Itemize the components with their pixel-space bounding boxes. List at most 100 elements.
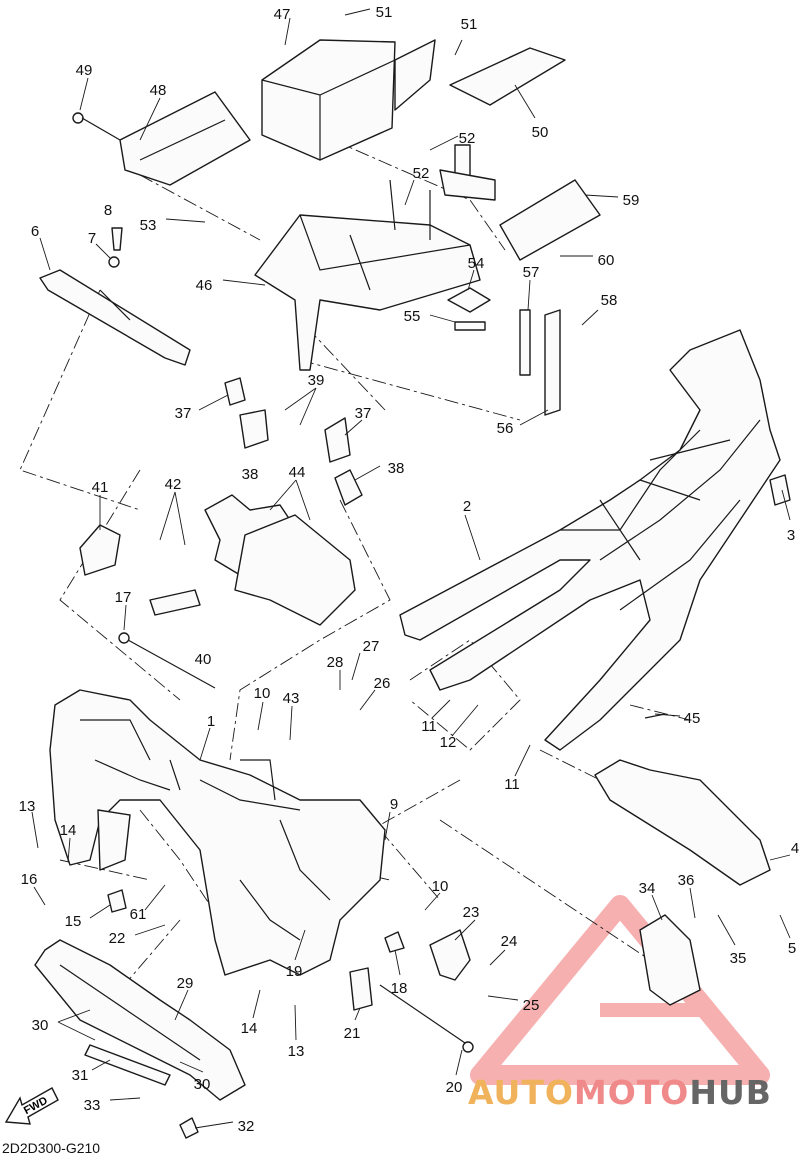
callout-c22: 22 (109, 930, 126, 947)
automotohub-wordmark: AUTOMOTOHUB (468, 1073, 772, 1112)
callout-c14b: 14 (241, 1020, 258, 1037)
rear-frame-part-2 (399, 329, 781, 751)
bracket-part-46 (254, 144, 496, 371)
nut-part-18 (384, 931, 405, 953)
bushing-part-3 (769, 474, 791, 506)
callout-c30b: 30 (194, 1076, 211, 1093)
fwd-arrow-icon: FWD (4, 1087, 59, 1125)
plate-part-31 (84, 1044, 171, 1086)
callout-c35: 35 (730, 950, 747, 967)
clip-part-32 (179, 1117, 199, 1139)
leader-lines (31, 8, 791, 1129)
callout-c61: 61 (130, 906, 147, 923)
wordmark-part-b: MOTO (574, 1073, 689, 1112)
callout-c7: 7 (88, 230, 96, 247)
callout-c25: 25 (523, 997, 540, 1014)
mount-part-37b (324, 417, 351, 463)
callout-c40: 40 (195, 651, 212, 668)
svg-text:AUTOMOTOHUB: AUTOMOTOHUB (468, 1073, 772, 1112)
callout-c23: 23 (463, 904, 480, 921)
collar-part-21 (349, 967, 373, 1011)
callout-c51b: 51 (461, 16, 478, 33)
callout-c41: 41 (92, 479, 109, 496)
callout-c8: 8 (104, 202, 112, 219)
callout-c44: 44 (289, 464, 306, 481)
pad-part-55 (454, 321, 486, 331)
callout-c57: 57 (523, 264, 540, 281)
callout-c4: 4 (791, 840, 799, 857)
callout-c50: 50 (532, 124, 549, 141)
callout-c18: 18 (391, 980, 408, 997)
callout-c24: 24 (501, 933, 518, 950)
callout-c5: 5 (788, 940, 796, 957)
callout-c10a: 10 (254, 685, 271, 702)
callout-c14a: 14 (60, 822, 77, 839)
collar-part-15 (107, 889, 127, 913)
callout-c21: 21 (344, 1025, 361, 1042)
callout-c49: 49 (76, 62, 93, 79)
callout-c10b: 10 (432, 878, 449, 895)
wordmark-part-a: AUTO (468, 1073, 574, 1112)
callout-c48: 48 (150, 82, 167, 99)
callout-c52a: 52 (459, 130, 476, 147)
tray-part-48 (119, 91, 251, 186)
callout-c11b: 11 (504, 776, 520, 793)
bracket-part-4 (594, 759, 771, 886)
clip-part-54 (447, 287, 491, 313)
callout-c3: 3 (787, 527, 795, 544)
callout-c27: 27 (363, 638, 380, 655)
mount-part-37a (224, 377, 269, 449)
wordmark-part-c: HUB (689, 1073, 772, 1112)
cap-part-38 (334, 469, 363, 506)
callout-c12: 12 (440, 734, 457, 751)
battery-box-part-47 (261, 39, 436, 161)
callout-c17: 17 (115, 589, 132, 606)
plate-part-59 (499, 179, 601, 261)
callout-c45: 45 (684, 710, 701, 727)
bolt-part-49 (72, 112, 121, 141)
callout-c6: 6 (31, 223, 39, 240)
callout-c47: 47 (274, 6, 291, 23)
callout-c1: 1 (207, 713, 215, 730)
callout-c13b: 13 (288, 1043, 305, 1060)
bracket-part-41 (79, 524, 121, 576)
callout-c37b: 37 (355, 405, 372, 422)
long-bolt-part-20 (379, 984, 474, 1053)
callout-c15: 15 (65, 913, 82, 930)
callout-c33: 33 (84, 1097, 101, 1114)
callout-c36: 36 (678, 872, 695, 889)
callout-c29: 29 (177, 975, 194, 992)
callout-c56: 56 (497, 420, 514, 437)
callout-c19: 19 (286, 963, 303, 980)
fwd-label: FWD (22, 1095, 50, 1117)
callout-c31: 31 (72, 1067, 89, 1084)
callout-c38b: 38 (388, 460, 405, 477)
strip-part-57 (519, 309, 531, 376)
long-bolt-part-17 (118, 632, 216, 689)
callout-c43: 43 (283, 690, 300, 707)
main-frame-part-1 (49, 689, 386, 976)
guard-part-29 (34, 939, 246, 1101)
callout-c32: 32 (238, 1118, 255, 1135)
callout-c9: 9 (390, 796, 398, 813)
callout-c60: 60 (598, 252, 615, 269)
callout-c46: 46 (196, 277, 213, 294)
callout-c20: 20 (446, 1079, 463, 1096)
callout-c55: 55 (404, 308, 421, 325)
battery-cover-part-50 (449, 47, 566, 106)
callout-c13a: 13 (19, 798, 36, 815)
automotohub-logo-triangle (470, 895, 770, 1085)
callout-c59: 59 (623, 192, 640, 209)
callout-c38a: 38 (242, 466, 259, 483)
callout-c39: 39 (308, 372, 325, 389)
bracket-part-6 (39, 269, 191, 366)
callout-c34: 34 (639, 880, 656, 897)
catalog-code: 2D2D300-G210 (2, 1140, 100, 1156)
callout-c30a: 30 (32, 1017, 49, 1034)
rod-part-56 (544, 309, 561, 416)
callout-c54: 54 (468, 255, 485, 272)
callout-c52b: 52 (413, 165, 430, 182)
callout-c37a: 37 (175, 405, 192, 422)
